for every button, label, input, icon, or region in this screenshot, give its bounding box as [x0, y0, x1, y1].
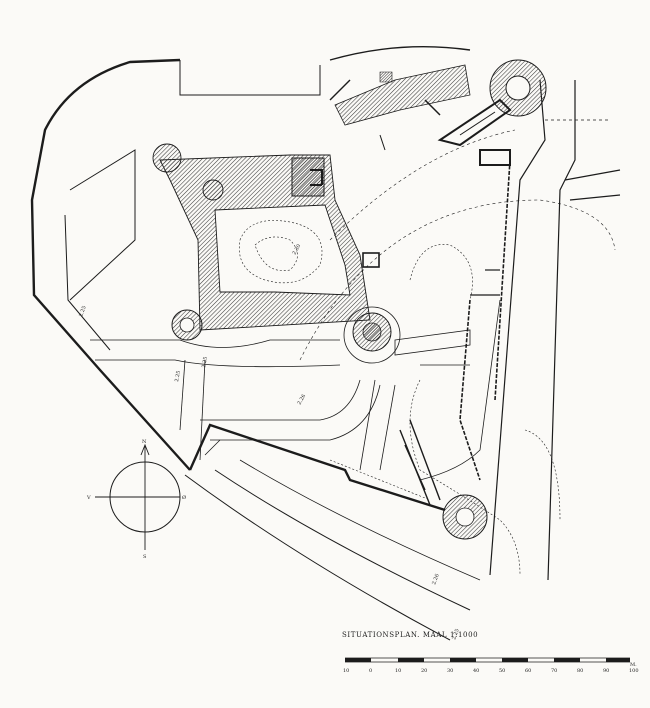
scale-tick-label: 50 — [499, 668, 505, 674]
castle-main-wall — [152, 143, 371, 331]
compass-west: V — [86, 495, 91, 501]
compass-north: N — [142, 439, 147, 445]
east-curtain-wall — [399, 159, 511, 506]
south-curtain-wall — [188, 423, 446, 512]
scale-tick-label: 80 — [577, 668, 583, 674]
northeast-buildings — [334, 64, 512, 166]
tower-west — [171, 309, 203, 341]
scale-tick-label: 100 — [629, 668, 639, 674]
scale-tick-label: 10 — [395, 668, 401, 674]
tower-south — [343, 306, 401, 364]
contour-lines — [238, 129, 616, 576]
roads-east — [489, 79, 621, 581]
elevation-label: 2.25 — [201, 356, 209, 368]
elevation-label: 2.26 — [431, 573, 440, 586]
scale-tick-label: 20 — [421, 668, 427, 674]
plan-title: SITUATIONSPLAN. MAAL 1:1000 — [342, 631, 479, 639]
elevation-label: 2.25 — [451, 628, 460, 641]
scale-tick-label: 60 — [525, 668, 531, 674]
elevation-label: 2.25 — [78, 305, 87, 318]
tower-northeast — [489, 59, 547, 117]
well — [362, 252, 380, 268]
compass-south: S — [143, 554, 147, 560]
compass-east: Ø — [182, 494, 186, 501]
scale-tick-label: 70 — [551, 668, 557, 674]
tower-southeast — [442, 494, 488, 540]
elevation-labels: 2.25 2.25 2.25 2.30 2.26 2.26 2.25 — [78, 243, 460, 640]
site-boundary — [30, 45, 471, 471]
scale-tick-label: 0 — [369, 668, 372, 674]
scale-tick-label: 30 — [447, 668, 453, 674]
elevation-label: 2.30 — [292, 243, 303, 256]
roads-south — [184, 459, 481, 641]
round-towers — [171, 59, 547, 540]
scale-tick-label: 10 — [343, 668, 349, 674]
scale-unit: M. — [630, 662, 637, 668]
elevation-label: 2.25 — [174, 370, 182, 382]
elevation-label: 2.26 — [297, 393, 308, 406]
scale-tick-label: 90 — [603, 668, 609, 674]
compass-rose: N S Ø V — [86, 439, 186, 560]
scale-tick-label: 40 — [473, 668, 479, 674]
